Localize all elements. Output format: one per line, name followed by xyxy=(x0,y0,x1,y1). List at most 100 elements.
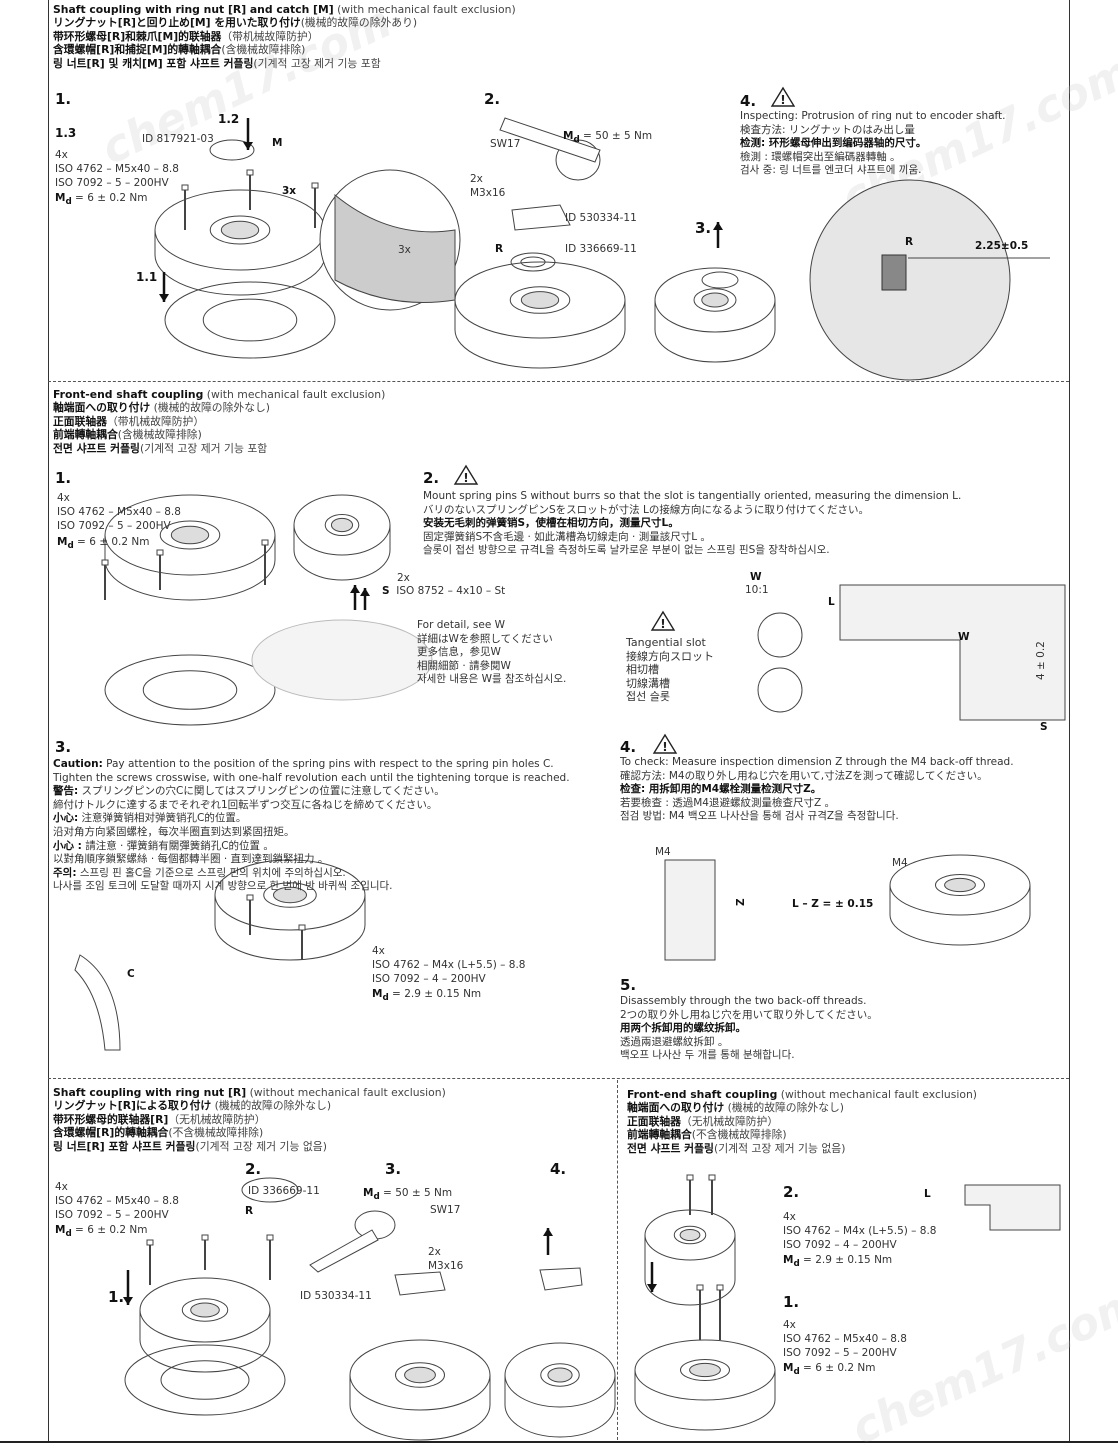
text-line: Mount spring pins S without burrs so tha… xyxy=(423,490,962,502)
text-normal: (含機械故障排除) xyxy=(117,428,202,442)
screw-head xyxy=(266,1234,274,1241)
warning-icon: ! xyxy=(770,86,796,107)
screw-spec: ISO 4762 – M4x (L+5.5) – 8.8 xyxy=(783,1225,937,1237)
section-divider xyxy=(48,1078,1069,1079)
part-label: R xyxy=(245,1205,254,1217)
text-line: Inspecting: Protrusion of ring nut to en… xyxy=(740,110,1006,122)
text-bold: 前端轉軸耦合 xyxy=(53,428,118,442)
step-number: 2. xyxy=(423,469,440,487)
text-line: 切線溝槽 xyxy=(626,676,670,690)
text-bold: 检测: 环形螺母伸出到编码器轴的尺寸。 xyxy=(740,137,927,150)
substep-label: 1.2 xyxy=(218,112,240,126)
arrow-head xyxy=(360,588,370,596)
text-line: 점검 방법: M4 백오프 나사산을 통해 검사 규격Z을 측정합니다. xyxy=(620,810,899,823)
part-label: R xyxy=(495,243,504,255)
step-number: 3. xyxy=(55,738,72,756)
arrow-head xyxy=(543,1228,553,1236)
screw-head xyxy=(686,1174,694,1181)
text-bold: 軸端面への取り付け xyxy=(53,401,151,415)
encoder-bore xyxy=(944,877,976,893)
text-bold: 含環螺帽[R]的轉軸耦合 xyxy=(53,1126,169,1140)
text-normal: 스프링 핀 홀C을 기준으로 스프링 핀의 위치에 주의하십시오. xyxy=(76,866,346,879)
text-line: 자세한 내용은 W를 참조하십시오. xyxy=(417,673,567,686)
thread-label: M4 xyxy=(655,846,671,858)
step-number: 2. xyxy=(484,90,501,108)
svg-text:!: ! xyxy=(463,471,468,485)
wrench-size: SW17 xyxy=(430,1204,461,1216)
text-line: 슬롯이 접선 방향으로 규격L을 측정하도록 날카로운 부분이 없는 스프링 핀… xyxy=(423,544,830,557)
text-normal: 注意弹簧销相对弹簧销孔C的位置。 xyxy=(78,812,247,825)
text-line: 检测: 环形螺母伸出到编码器轴的尺寸。 xyxy=(740,137,1006,151)
text-line: For detail, see W xyxy=(417,619,506,631)
text-normal: （带机械故障防护） xyxy=(106,414,205,428)
washer-spec: ISO 7092 – 5 – 200HV xyxy=(783,1347,897,1359)
ring-flange xyxy=(510,252,556,272)
dimension-label: L xyxy=(924,1188,931,1200)
text-line: 접선 슬롯 xyxy=(626,690,670,704)
quantity: 3x xyxy=(398,244,411,256)
text-normal: (機械的故障の除外なし) xyxy=(724,1101,844,1115)
text-line: 相切槽 xyxy=(626,663,659,677)
text-line: 带环形螺母的联轴器[R]（无机械故障防护） xyxy=(53,1113,446,1126)
ring-flange-inner xyxy=(160,1360,250,1400)
spring-pin-hole-detail xyxy=(74,954,121,1051)
washer-spec: ISO 7092 – 5 – 200HV xyxy=(57,520,171,532)
text-bold: Front-end shaft coupling xyxy=(53,388,204,401)
quantity: 2x xyxy=(397,572,410,584)
text-line: Shaft coupling with ring nut [R] (withou… xyxy=(53,1086,446,1099)
screw-head xyxy=(201,1234,209,1241)
screw-head xyxy=(696,1284,704,1291)
torque-spec: Md = 6 ± 0.2 Nm xyxy=(55,192,148,208)
washer-spec: ISO 7092 – 4 – 200HV xyxy=(372,973,486,985)
text-line: 檢測 : 環螺帽突出至編碼器轉軸 。 xyxy=(740,150,901,163)
step-number: 1. xyxy=(108,1288,125,1306)
section-divider-vertical xyxy=(617,1080,618,1440)
text-line: 링 너트[R] 포함 샤프트 커플링(기계적 고장 제거 기능 없음) xyxy=(53,1140,446,1153)
text-bold: 軸端面への取り付け xyxy=(627,1101,725,1115)
text-line: To check: Measure inspection dimension Z… xyxy=(620,756,1014,768)
screw-spec: M3x16 xyxy=(428,1260,464,1272)
screw-head xyxy=(246,894,254,901)
ring-nut xyxy=(701,271,739,289)
encoder-bore xyxy=(190,1302,220,1318)
text-line: 正面联轴器（无机械故障防护） xyxy=(627,1115,977,1128)
dimension-label: 2.25±0.5 xyxy=(975,240,1029,252)
text-line: Disassembly through the two back-off thr… xyxy=(620,995,867,1007)
step4-instructions: Inspecting: Protrusion of ring nut to en… xyxy=(740,110,1006,178)
step3-instructions: Caution: Pay attention to the position o… xyxy=(53,758,570,894)
encoder-bore xyxy=(404,1366,436,1384)
screw-spec: ISO 4762 – M5x40 – 8.8 xyxy=(57,506,181,518)
part-label: M xyxy=(272,137,283,149)
text-line: 若要檢查 : 透過M4退避螺紋測量檢查尺寸Z 。 xyxy=(620,796,835,809)
text-line: 安装无毛刺的弹簧销S，使槽在相切方向，测量尺寸L。 xyxy=(423,517,961,531)
screw-spec: ISO 4762 – M5x40 – 8.8 xyxy=(55,1195,179,1207)
catch-part xyxy=(209,139,255,161)
screw-spec: M3x16 xyxy=(470,187,506,199)
warning-icon: ! xyxy=(650,610,676,631)
text-line: 링 너트[R] 및 캐치[M] 포함 샤프트 커플링(기계적 고장 제거 기능 … xyxy=(53,57,516,70)
screw-head xyxy=(298,924,306,931)
step5-instructions: Disassembly through the two back-off thr… xyxy=(620,995,878,1063)
section-divider xyxy=(48,381,1069,382)
text-bold: 检查: 用拆卸用的M4螺栓测量检测尺寸Z。 xyxy=(620,783,822,796)
arrow-head xyxy=(243,142,253,150)
text-normal: スプリングピンの穴Cに関してはスプリングピンの位置に注意してください。 xyxy=(78,785,445,798)
text-line: 以對角順序鎖緊螺絲 · 每個都轉半圈 · 直到達到鎖緊扭力 。 xyxy=(53,853,329,866)
encoder-bore xyxy=(520,291,560,309)
quantity: 4x xyxy=(783,1319,796,1331)
text-bold: 링 너트[R] 포함 샤프트 커플링 xyxy=(53,1139,196,1153)
text-bold: 含環螺帽[R]和捕捉[M]的轉軸耦合 xyxy=(53,43,222,57)
section4-header: Front-end shaft coupling (without mechan… xyxy=(627,1088,977,1155)
text-normal: (with mechanical fault exclusion) xyxy=(203,388,386,401)
quantity: 3x xyxy=(282,185,297,197)
text-bold: Front-end shaft coupling xyxy=(627,1088,778,1101)
detail-label: W xyxy=(750,571,762,583)
text-bold: 用两个拆卸用的螺纹拆卸。 xyxy=(620,1022,746,1035)
text-normal: (機械的故障の除外あり) xyxy=(300,16,418,30)
text-line: リングナット[R]と回り止め[M] を用いた取り付け(機械的故障の除外あり) xyxy=(53,16,516,29)
encoder-ghost xyxy=(251,619,433,701)
text-line: 전면 샤프트 커플링(기계적 고장 제거 기능 포함 xyxy=(53,442,385,455)
text-line: 含環螺帽[R]和捕捉[M]的轉軸耦合(含機械故障排除) xyxy=(53,43,516,56)
substep-label: 1.3 xyxy=(55,126,77,140)
text-normal: (不含機械故障排除) xyxy=(691,1128,787,1142)
